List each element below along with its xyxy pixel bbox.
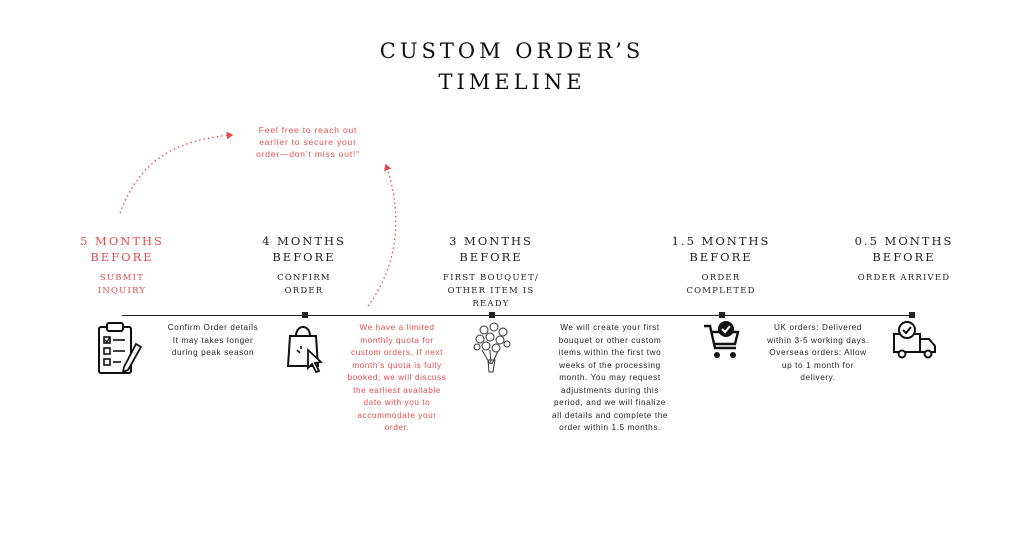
stage-label-line: INQUIRY bbox=[97, 286, 147, 296]
stage-description: We will create your first bouquet or oth… bbox=[530, 322, 690, 435]
desc-line: date with you to bbox=[363, 398, 431, 407]
stage-label-line: CONFIRM bbox=[277, 273, 331, 283]
desc-line: order. bbox=[384, 423, 410, 432]
note-line: earlier to secure your bbox=[259, 137, 357, 147]
desc-line: It may takes longer bbox=[172, 335, 254, 345]
desc-line: month. You may request bbox=[559, 373, 661, 382]
timeline-marker bbox=[909, 312, 915, 318]
stage-3-months: 3 MONTHS BEFORE FIRST BOUQUET/ OTHER ITE… bbox=[416, 233, 566, 311]
stage-when: BEFORE bbox=[90, 250, 154, 264]
stage-label: ORDER ARRIVED bbox=[829, 272, 979, 285]
arrow-to-note-left bbox=[119, 131, 234, 214]
desc-line: adjustments during this bbox=[561, 385, 659, 395]
stage-label-line: ORDER bbox=[701, 273, 741, 283]
cart-check-icon bbox=[704, 321, 740, 358]
stage-description: We have a limited monthly quota for cust… bbox=[332, 322, 462, 435]
stage-description: Confirm Order details It may takes longe… bbox=[150, 322, 276, 360]
stage-when: BEFORE bbox=[872, 250, 936, 264]
desc-line: We have a limited bbox=[359, 323, 435, 332]
stage-description: UK orders: Delivered within 3-5 working … bbox=[750, 322, 886, 385]
desc-line: weeks of the processing bbox=[559, 360, 661, 370]
stage-label: ORDER COMPLETED bbox=[646, 272, 796, 298]
stage-label-line: COMPLETED bbox=[686, 286, 756, 296]
stage-label: SUBMIT INQUIRY bbox=[47, 272, 197, 298]
stage-when: BEFORE bbox=[459, 250, 523, 264]
bouquet-icon bbox=[473, 322, 511, 373]
timeline-marker bbox=[302, 312, 308, 318]
stage-5-months: 5 MONTHS BEFORE SUBMIT INQUIRY bbox=[47, 233, 197, 298]
desc-line: during peak season bbox=[171, 348, 255, 357]
desc-line: Confirm Order details bbox=[167, 323, 259, 332]
note-line: Feel free to reach out bbox=[258, 125, 358, 135]
timeline-axis bbox=[122, 315, 912, 316]
early-contact-note: Feel free to reach out earlier to secure… bbox=[228, 124, 388, 160]
desc-line: the earliest available bbox=[353, 385, 441, 395]
stage-when: 5 MONTHS bbox=[80, 234, 164, 248]
checklist-icon bbox=[98, 322, 143, 374]
desc-line: delivery. bbox=[800, 373, 836, 382]
desc-line: booked, we will discuss bbox=[347, 373, 447, 382]
title-line-1: CUSTOM ORDER’S bbox=[379, 39, 645, 63]
desc-line: monthly quota for bbox=[360, 335, 434, 345]
title-line-2: TIMELINE bbox=[438, 70, 586, 94]
desc-line: bouquet or other custom bbox=[558, 335, 662, 345]
desc-line: within 3-5 working days. bbox=[767, 335, 869, 345]
stage-label: FIRST BOUQUET/ OTHER ITEM IS READY bbox=[416, 272, 566, 311]
stage-label-line: OTHER ITEM IS bbox=[447, 286, 535, 296]
desc-line: order within 1.5 months. bbox=[559, 423, 661, 432]
stage-when: 0.5 MONTHS bbox=[854, 234, 954, 248]
shopping-bag-cursor-icon bbox=[286, 326, 323, 374]
desc-line: all details and complete the bbox=[551, 410, 669, 420]
stage-1-5-months: 1.5 MONTHS BEFORE ORDER COMPLETED bbox=[646, 233, 796, 298]
stage-when: 1.5 MONTHS bbox=[671, 234, 771, 248]
desc-line: custom orders. If next bbox=[351, 348, 443, 357]
desc-line: accommodate your bbox=[357, 410, 437, 420]
stage-label-line: SUBMIT bbox=[99, 273, 145, 283]
desc-line: items within the first two bbox=[558, 348, 662, 357]
stage-when: 3 MONTHS bbox=[449, 234, 533, 248]
stage-when: BEFORE bbox=[689, 250, 753, 264]
stage-when: 4 MONTHS bbox=[262, 234, 346, 248]
note-line: order—don’t miss out!" bbox=[256, 149, 360, 159]
desc-line: We will create your first bbox=[560, 323, 660, 332]
stage-when: BEFORE bbox=[272, 250, 336, 264]
stage-label-line: FIRST BOUQUET/ bbox=[442, 273, 540, 283]
timeline-marker bbox=[719, 312, 725, 318]
stage-label-line: ORDER bbox=[284, 286, 324, 296]
stage-label-line: READY bbox=[472, 299, 510, 309]
timeline-marker bbox=[489, 312, 495, 318]
desc-line: Overseas orders: Allow bbox=[769, 348, 867, 357]
stage-label-line: ORDER ARRIVED bbox=[857, 273, 951, 283]
stage-0-5-months: 0.5 MONTHS BEFORE ORDER ARRIVED bbox=[829, 233, 979, 285]
desc-line: month’s quota is fully bbox=[352, 360, 442, 370]
delivery-truck-icon bbox=[893, 321, 936, 359]
stage-label: CONFIRM ORDER bbox=[229, 272, 379, 298]
desc-line: UK orders: Delivered bbox=[774, 323, 862, 332]
stage-4-months: 4 MONTHS BEFORE CONFIRM ORDER bbox=[229, 233, 379, 298]
desc-line: period, and we will finalize bbox=[554, 398, 666, 407]
page-title: CUSTOM ORDER’S TIMELINE bbox=[0, 36, 1024, 98]
desc-line: up to 1 month for bbox=[781, 360, 855, 370]
